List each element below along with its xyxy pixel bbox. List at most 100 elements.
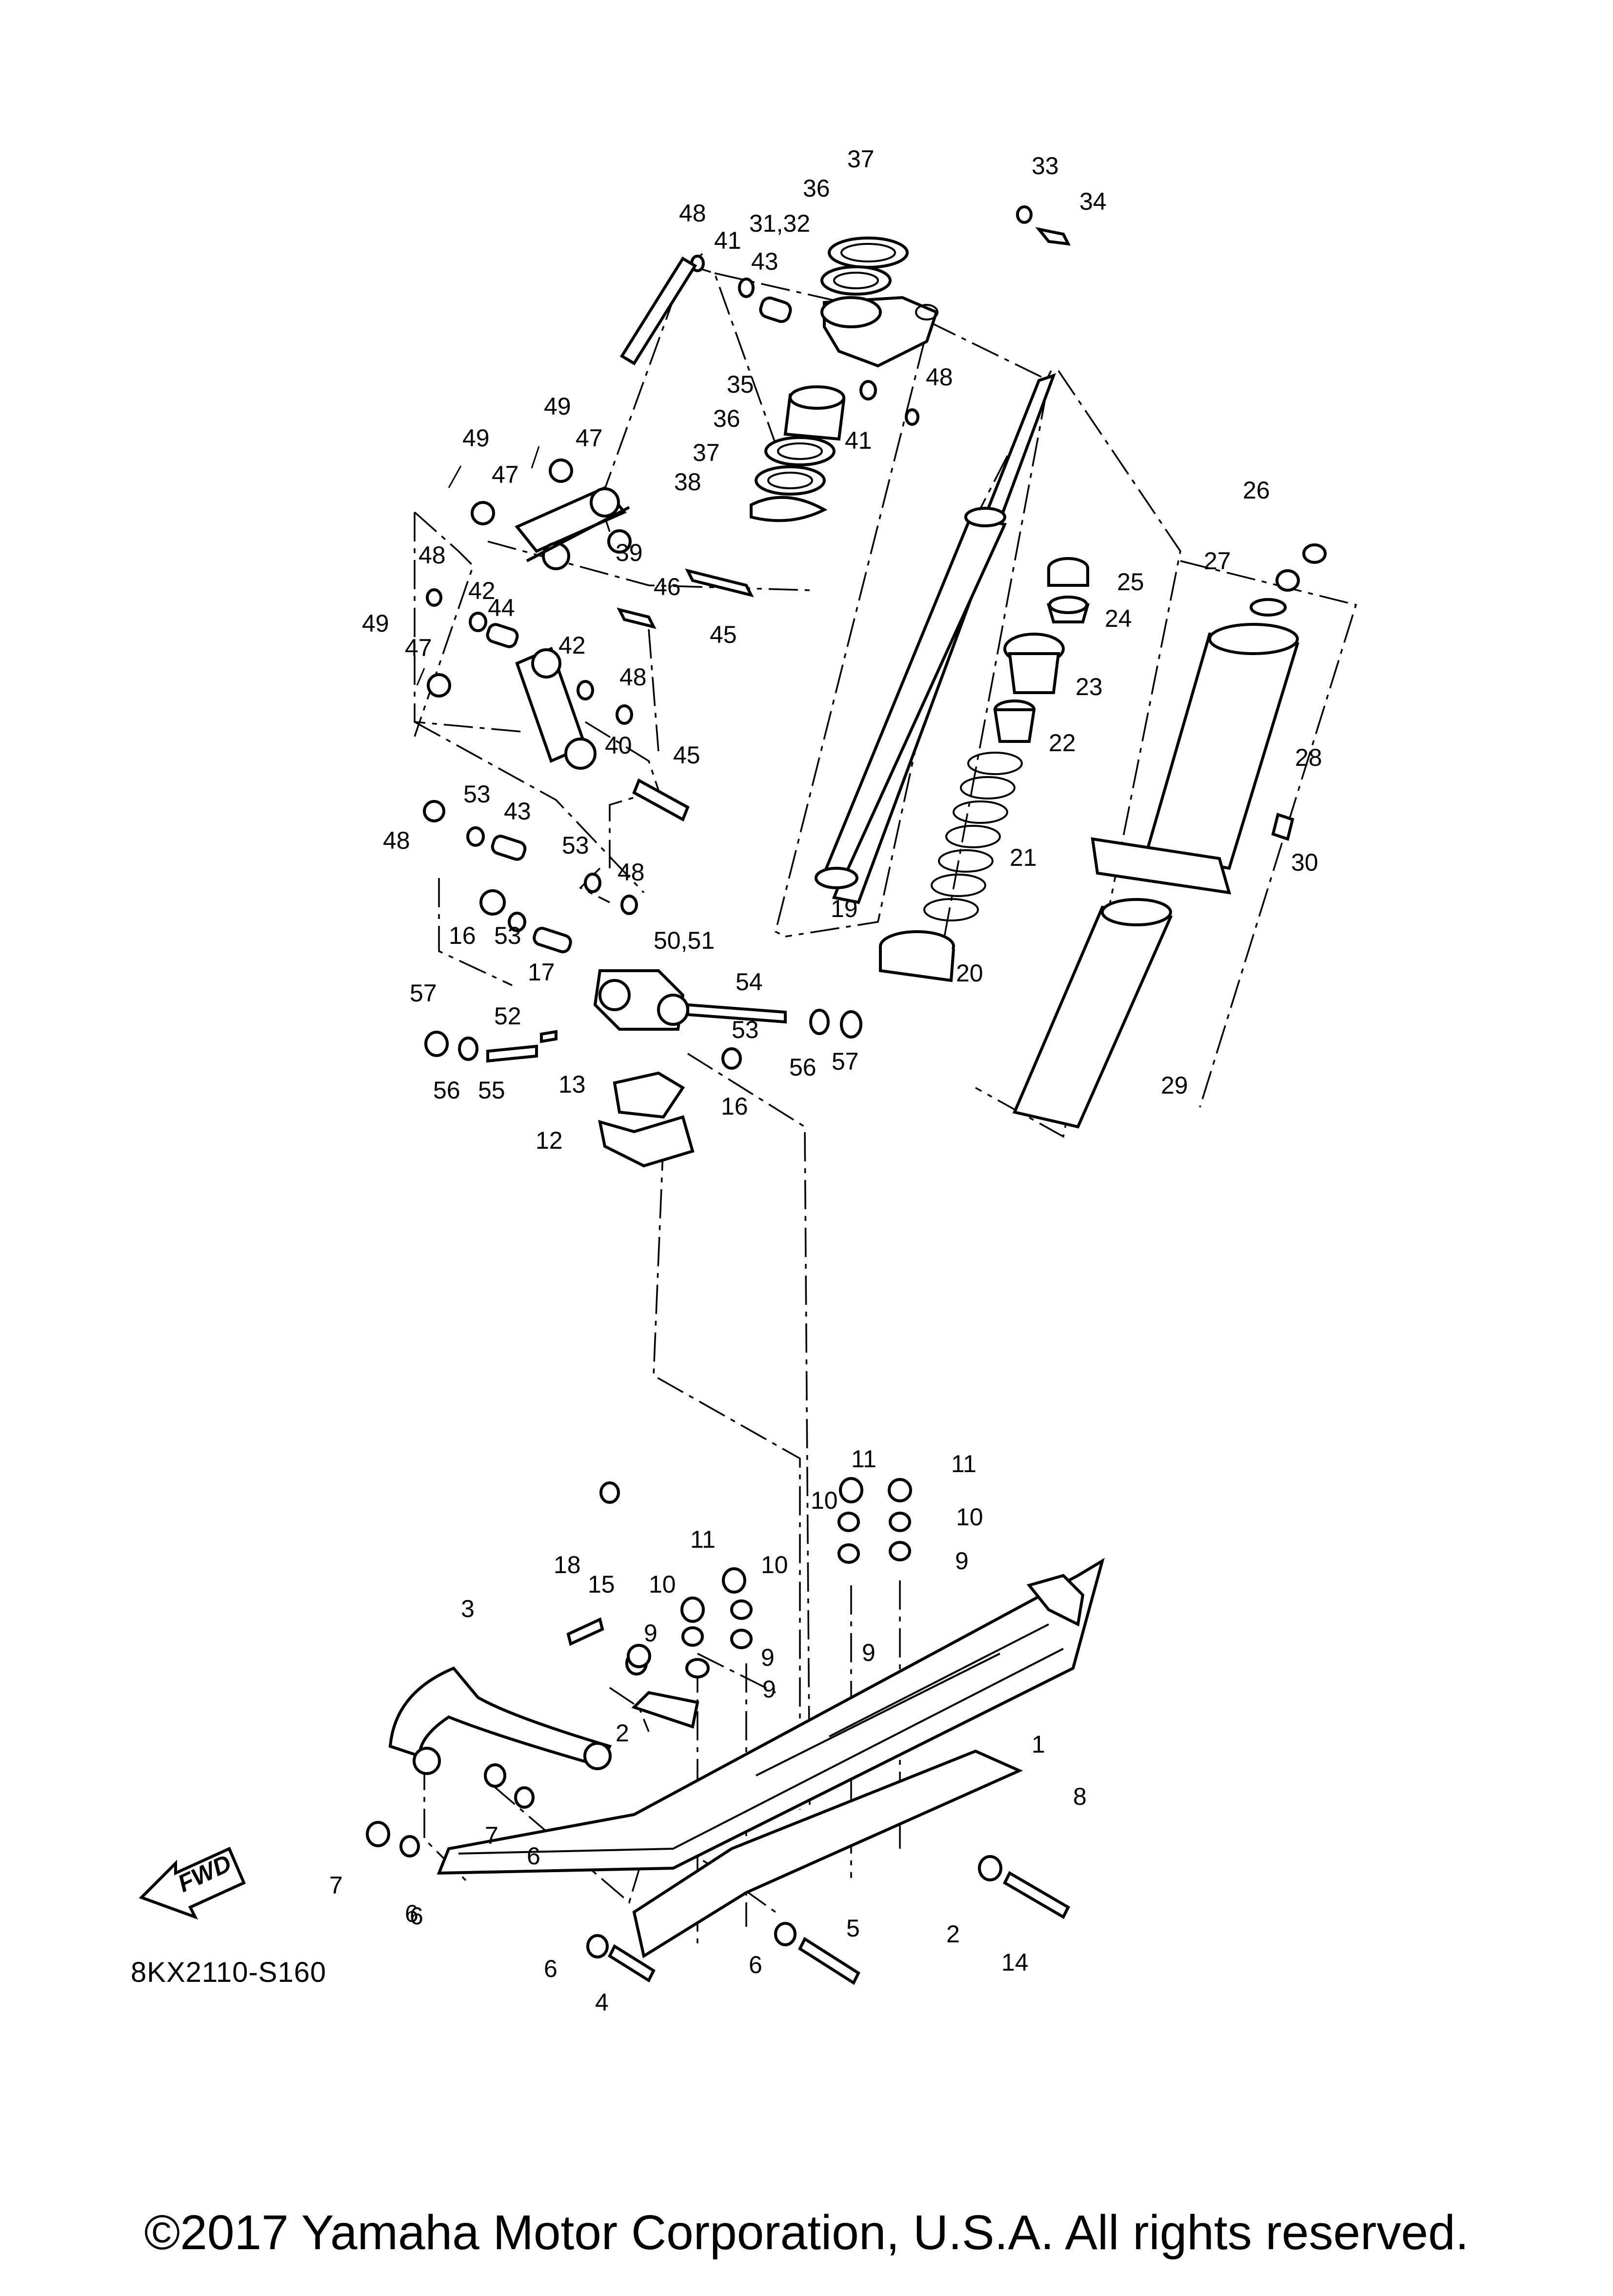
callout: 2 [946,1920,960,1948]
callout: 15 [588,1571,615,1598]
callout: 4 [595,1989,609,2016]
ski-assembly [366,1477,1105,1985]
fwd-arrow-icon: FWD [139,1847,246,1920]
callout: 48 [926,363,953,391]
callout: 41 [845,427,872,454]
callout: 7 [329,1872,343,1899]
callout: 46 [654,573,681,600]
callout: 6 [544,1955,558,1982]
callout: 43 [504,798,531,825]
callout: 1 [1032,1731,1045,1758]
callout: 47 [492,461,519,488]
callout: 14 [1001,1949,1029,1976]
callout: 48 [418,541,446,569]
callout: 36 [713,405,740,432]
callout: 26 [1243,477,1270,504]
callout: 48 [383,827,410,854]
callout: 47 [576,424,603,452]
callout: 36 [803,175,830,202]
callout: 19 [831,895,858,922]
callout: 23 [1075,673,1103,700]
callout: 10 [649,1571,676,1598]
callout: 42 [468,577,496,604]
callout: 56 [433,1077,460,1104]
callout: 42 [558,632,586,659]
callout: 49 [362,610,389,637]
callout: 27 [1204,547,1231,575]
callout: 43 [751,248,778,275]
callout: 8 [1073,1783,1087,1810]
callout-labels: 37 33 34 36 31,32 48 41 43 48 35 41 36 4… [329,145,1322,2016]
callout: 47 [405,634,432,661]
callout: 55 [478,1077,505,1104]
callout: 45 [673,741,700,769]
callout: 48 [679,200,706,227]
callout: 13 [558,1071,586,1098]
callout: 48 [617,859,645,886]
copyright-notice: ©2017 Yamaha Motor Corporation, U.S.A. A… [144,2205,1469,2260]
coil-spring [923,752,1023,921]
callout: 7 [485,1822,498,1849]
callout: 28 [1295,744,1322,771]
callout: 12 [536,1127,563,1154]
callout: 49 [462,424,490,452]
callout: 30 [1291,849,1318,876]
callout: 56 [789,1054,816,1081]
callout: 6 [410,1902,423,1930]
callout: 53 [562,832,589,859]
callout: 53 [494,922,521,949]
callout: 10 [761,1551,788,1578]
callout: 29 [1161,1072,1188,1099]
callout: 40 [605,732,632,759]
callout: 21 [1010,844,1037,871]
callout: 34 [1079,188,1107,215]
callout: 20 [956,959,983,987]
shock-absorber [815,373,1327,1129]
callout: 57 [832,1048,859,1075]
callout: 3 [461,1595,475,1622]
callout: 11 [951,1450,976,1477]
callout: 35 [727,371,754,398]
callout: 6 [527,1842,540,1870]
callout: 41 [714,227,741,254]
callout: 10 [811,1487,838,1514]
callout: 6 [749,1951,762,1978]
callout: 38 [674,468,701,496]
callout: 50,51 [654,927,715,954]
callout: 22 [1049,729,1076,757]
callout: 31,32 [749,210,810,237]
callout: 49 [544,393,571,420]
callout: 9 [862,1639,876,1666]
callout: 17 [528,958,555,986]
callout: 37 [693,439,720,466]
callout: 54 [736,968,763,996]
callout: 9 [761,1644,775,1671]
callout: 45 [710,621,737,648]
callout: 39 [616,539,643,566]
callout: 53 [732,1016,759,1043]
callout: 6 [405,1900,418,1927]
callout: 25 [1117,568,1144,596]
callout: 9 [644,1619,657,1647]
callout: 18 [554,1551,581,1578]
callout: 48 [619,663,647,691]
diagram-reference-code: 8KX2110-S160 [131,1957,327,1988]
callout: 11 [851,1445,876,1473]
callout: 57 [410,979,437,1007]
steering-linkage [416,256,862,1168]
callout: 5 [846,1915,860,1942]
callout: 44 [488,594,515,621]
callout: 9 [955,1547,969,1575]
callout: 37 [847,145,875,173]
callout: 10 [956,1503,983,1531]
callout: 33 [1032,152,1059,180]
callout: 53 [463,780,491,808]
steering-arm-assembly [690,205,1071,522]
callout: 11 [690,1526,716,1553]
callout: 2 [616,1719,629,1747]
callout: 52 [494,1002,521,1030]
callout: 9 [762,1676,776,1703]
callout: 16 [721,1093,748,1120]
callout: 16 [449,922,476,949]
